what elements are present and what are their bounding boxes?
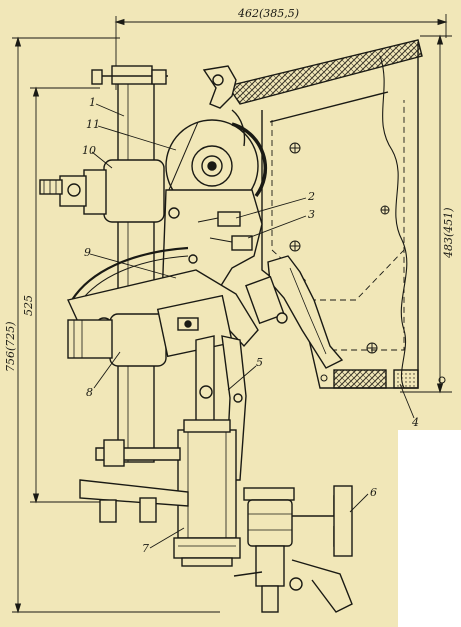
- master-cylinder: [79, 419, 241, 567]
- callout-8: 8: [86, 386, 93, 399]
- pedal-lever: [245, 255, 344, 369]
- callout-1: 1: [89, 96, 96, 109]
- dim-top-width: 462(385,5): [237, 7, 299, 20]
- main-shaft: [91, 65, 168, 463]
- dim-left-outer: 756(725): [4, 321, 17, 372]
- callout-4: 4: [411, 416, 419, 429]
- callout-3: 3: [308, 208, 315, 221]
- callout-9: 9: [84, 246, 91, 259]
- leader-lines: [89, 103, 415, 549]
- dimension-lines: [12, 14, 452, 614]
- dim-right-height: 483(451): [442, 207, 455, 259]
- valve-assembly: [233, 485, 353, 613]
- callout-7: 7: [142, 542, 149, 555]
- callout-2: 2: [307, 190, 315, 203]
- pedal-box-frame: [226, 39, 446, 389]
- callout-10: 10: [82, 144, 96, 157]
- callout-11: 11: [86, 118, 100, 131]
- circular-mechanism: [165, 65, 268, 213]
- lower-clamp-block: [67, 294, 234, 367]
- upper-clamp-block: [39, 159, 165, 223]
- callout-5: 5: [256, 356, 263, 369]
- dim-left-inner: 525: [22, 295, 35, 316]
- callout-6: 6: [370, 486, 377, 499]
